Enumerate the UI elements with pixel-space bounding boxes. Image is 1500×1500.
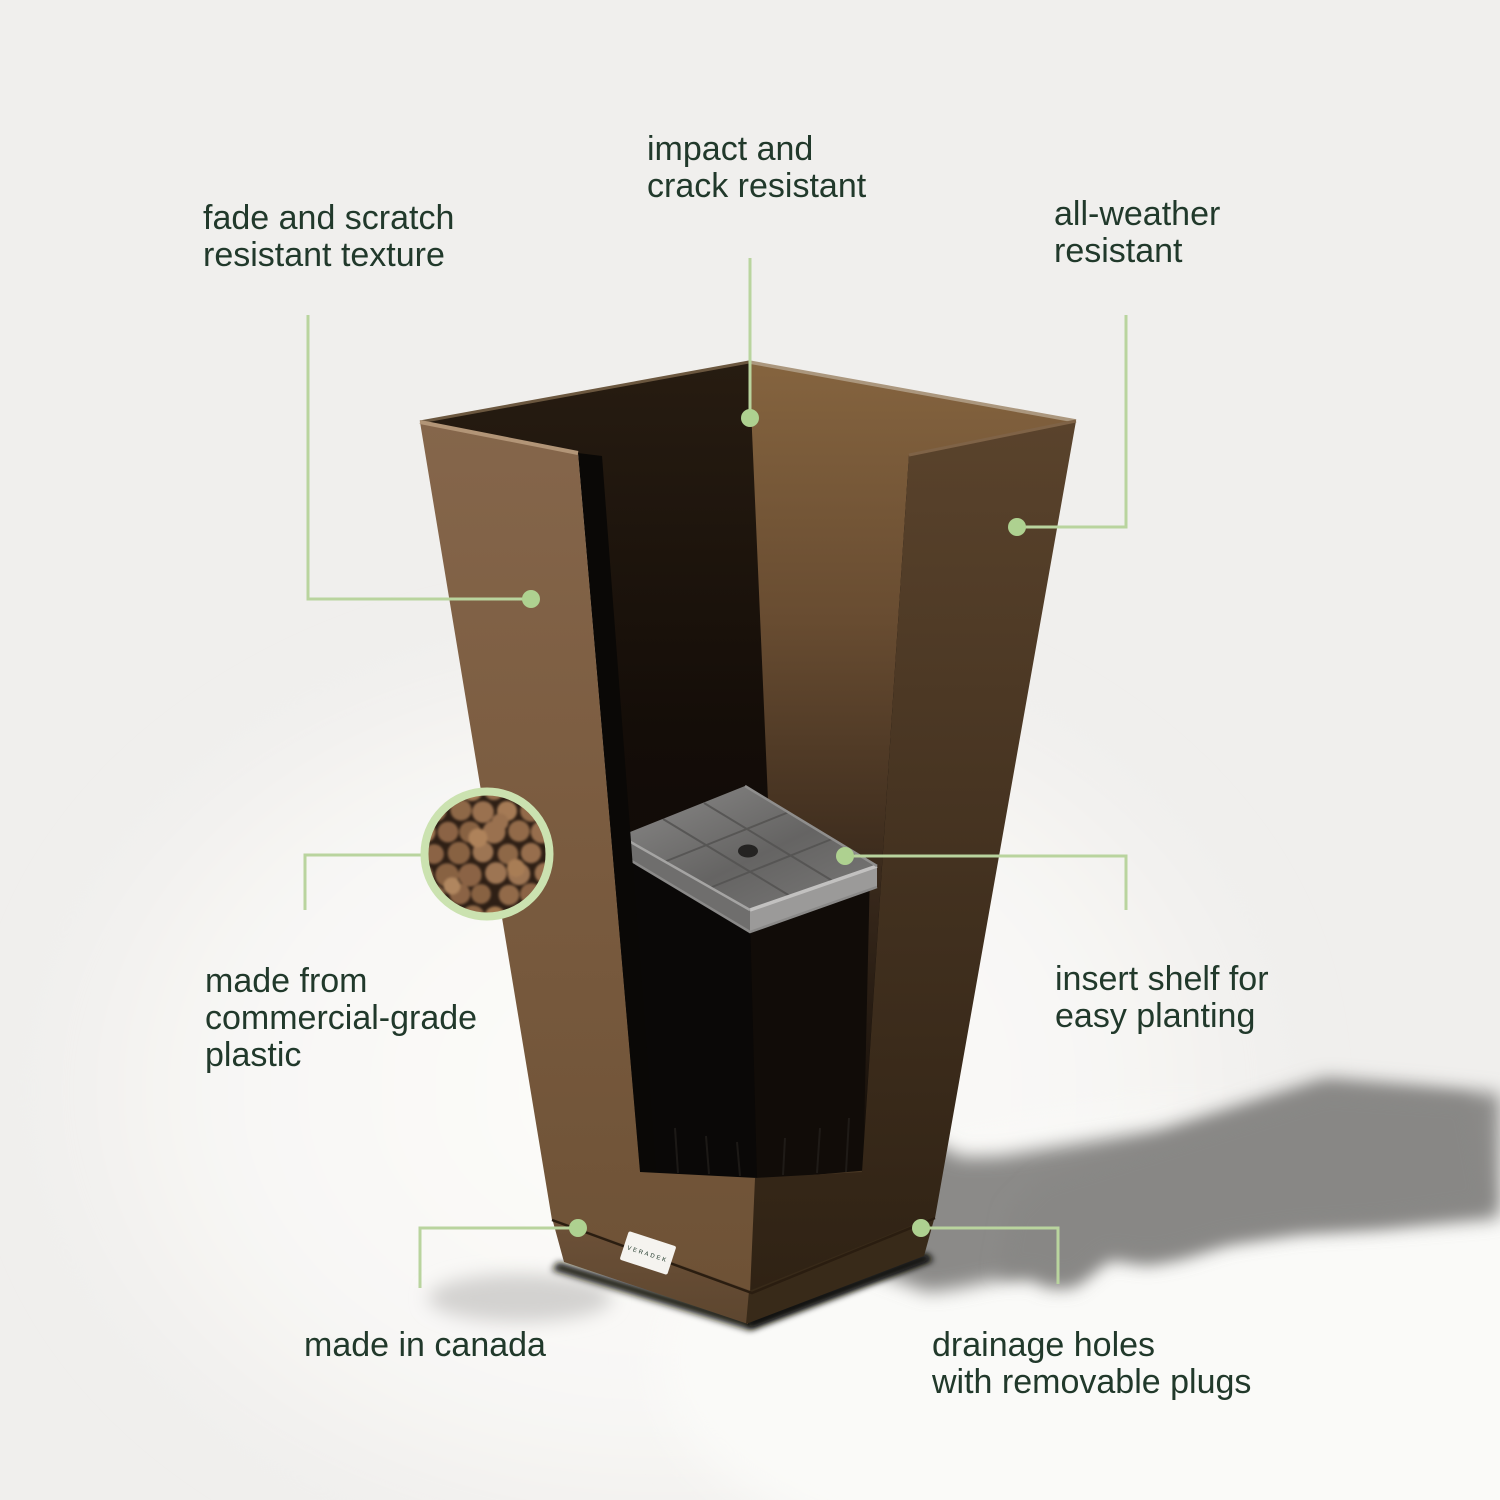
svg-text:made from: made from: [205, 962, 368, 1000]
svg-text:insert shelf for: insert shelf for: [1055, 960, 1269, 998]
svg-text:crack resistant: crack resistant: [647, 167, 867, 205]
svg-text:fade and scratch: fade and scratch: [203, 199, 454, 237]
svg-text:all-weather: all-weather: [1054, 195, 1220, 233]
svg-text:resistant texture: resistant texture: [203, 236, 445, 274]
svg-text:commercial-grade: commercial-grade: [205, 999, 477, 1037]
svg-text:easy planting: easy planting: [1055, 997, 1255, 1035]
svg-text:made in canada: made in canada: [304, 1326, 546, 1364]
svg-text:impact and: impact and: [647, 130, 813, 168]
svg-text:with removable plugs: with removable plugs: [931, 1363, 1251, 1401]
svg-text:resistant: resistant: [1054, 232, 1183, 270]
svg-text:drainage holes: drainage holes: [932, 1326, 1155, 1364]
svg-text:plastic: plastic: [205, 1036, 301, 1074]
